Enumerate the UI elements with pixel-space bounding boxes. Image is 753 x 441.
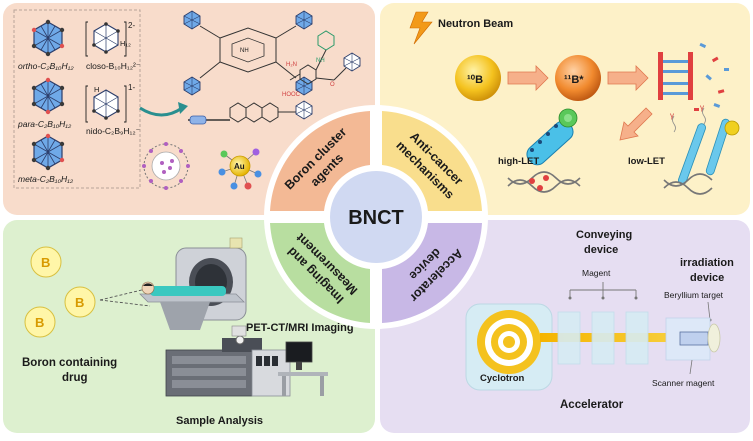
drug-label-line2: drug: [62, 372, 88, 384]
b11-sphere: [555, 55, 601, 101]
sample-analysis-label: Sample Analysis: [176, 415, 263, 427]
cyclotron-label: Cyclotron: [480, 373, 525, 384]
lab-analyzer-icon: [165, 325, 291, 397]
nanoparticle-icon: [142, 142, 190, 190]
b10-label: ¹⁰B: [467, 74, 483, 86]
scanner-magent-label: Scanner magent: [652, 378, 715, 388]
conveying-label-line2: device: [584, 244, 618, 256]
meta-label: meta-C₂B₁₀H₁₂: [18, 174, 74, 184]
arrow-to-let: [619, 107, 653, 141]
nido-label: nido-C₂B₉H₁₂⁻: [86, 126, 141, 136]
nido-charge: 1-: [128, 83, 135, 92]
central-ring: BNCT Boron cluster agents Anti-cancer me…: [264, 105, 488, 329]
high-let-label: high-LET: [498, 156, 539, 167]
irradiation-device-icon: [665, 317, 721, 361]
boron-molecule-1: [30, 246, 62, 278]
amino-o: O: [330, 82, 335, 88]
boronated-amino-acid-icon: NH O H₂N HOOC: [282, 30, 347, 98]
closo-cluster-icon: [92, 22, 120, 54]
porphyrin-cluster-bl: [183, 76, 201, 96]
porphyrin-cluster-tr: [295, 10, 313, 30]
gold-nanoparticle-icon: Au: [218, 148, 262, 190]
boron-cluster-panel: ortho-C₂B₁₀H₁₂ 2- H₁₂ closo-B₁₀H₁₂²⁻ par…: [13, 9, 361, 190]
monitor-icon: [278, 341, 328, 396]
neutron-panel: Neutron Beam ¹⁰B ¹¹B*: [409, 11, 740, 195]
para-cluster-icon: [31, 77, 65, 115]
lightning-icon: [409, 11, 433, 45]
cyclotron-icon: [465, 303, 553, 391]
arrow-b11-dna: [607, 65, 649, 91]
b-label-3: B: [35, 315, 44, 330]
irradiation-label-line2: device: [690, 272, 724, 284]
magnet-2: [591, 311, 615, 365]
center-title: BNCT: [348, 207, 404, 229]
carborane-box: [13, 9, 141, 189]
closo-h12: H₁₂: [120, 39, 131, 48]
neutron-beam-label: Neutron Beam: [438, 18, 513, 30]
irradiation-label-line1: irradiation: [680, 257, 734, 269]
amino-cooh: HOOC: [282, 92, 301, 98]
high-let-particle-icon: [526, 108, 578, 166]
porphyrin-nh: NH: [240, 48, 249, 54]
arrow-b10-b11: [507, 65, 549, 91]
au-label: Au: [234, 162, 245, 171]
magnet-1: [557, 311, 581, 365]
magent-label: Magent: [582, 268, 611, 278]
closo-label: closo-B₁₀H₁₂²⁻: [86, 61, 141, 71]
magent-bracket-icon: [568, 282, 638, 300]
accelerator-panel: Conveying device Magent irradiation devi…: [465, 229, 734, 411]
b10-sphere: [455, 55, 501, 101]
amino-h2n: H₂N: [286, 62, 297, 68]
imaging-panel: B B B Boron containing drug PET-CT/MRI I…: [22, 237, 354, 427]
boron-molecule-2: [64, 286, 96, 318]
dna-damaged-icon: [507, 171, 581, 193]
b-label-1: B: [41, 255, 50, 270]
dna-intact-icon: [663, 173, 713, 195]
meta-cluster-icon: [31, 133, 65, 171]
segment-boron: [270, 111, 370, 211]
pet-label: PET-CT/MRI Imaging: [246, 322, 354, 334]
amino-cluster-icon: [343, 52, 361, 72]
boron-molecule-3: [24, 306, 56, 338]
segment-accel: [382, 223, 482, 323]
pet-ct-scanner-icon: [139, 237, 247, 330]
gamma-label-1: γ: [670, 111, 674, 120]
segment-imaging: [270, 223, 370, 323]
porphyrin-molecule-icon: NH: [199, 25, 297, 79]
ortho-cluster-icon: [31, 19, 65, 57]
low-let-particle-icon: [672, 107, 740, 185]
nido-h: H: [94, 85, 99, 94]
naphthalimide-cluster-icon: [295, 100, 313, 120]
conveying-label-line1: Conveying: [576, 229, 632, 241]
nido-cluster-icon: [92, 89, 120, 120]
para-label: para-C₂B₁₀H₁₂: [17, 119, 72, 129]
b-label-2: B: [75, 295, 84, 310]
curved-arrow-icon: [139, 106, 183, 117]
drug-label-line1: Boron containing: [22, 357, 117, 369]
center-circle: [330, 171, 422, 263]
accelerator-label: Accelerator: [560, 399, 624, 411]
magnet-3: [625, 311, 649, 365]
b11-label: ¹¹B*: [564, 74, 584, 86]
naphthalimide-molecule-icon: [188, 102, 296, 125]
broken-dna-icon: [658, 42, 729, 111]
ortho-label: ortho-C₂B₁₀H₁₂: [18, 61, 74, 71]
low-let-label: low-LET: [628, 156, 665, 167]
closo-charge: 2-: [128, 21, 135, 30]
porphyrin-cluster-tl: [183, 10, 201, 30]
amino-nh: NH: [316, 58, 325, 64]
segment-neutron: [382, 111, 482, 211]
beryllium-label: Beryllium target: [664, 290, 724, 300]
gamma-label-2: γ: [700, 103, 704, 112]
